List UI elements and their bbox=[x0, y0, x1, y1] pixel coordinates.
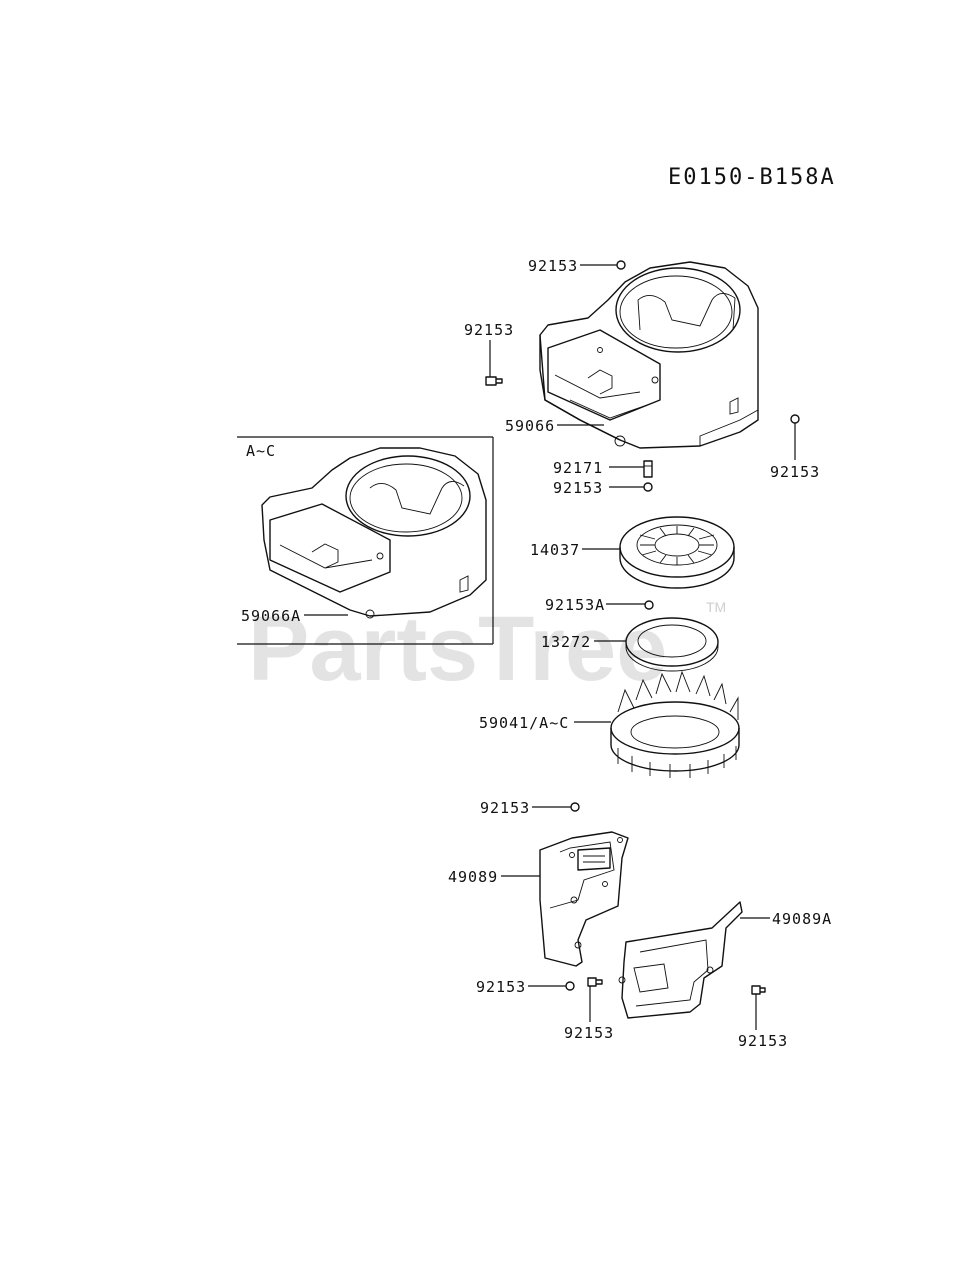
callout-92153-lower-mid: 92153 bbox=[564, 1024, 614, 1042]
callout-92153-top: 92153 bbox=[528, 257, 578, 275]
shroud-59066 bbox=[539, 261, 759, 449]
fastener-below-collar bbox=[643, 482, 653, 492]
fastener-left bbox=[485, 376, 503, 386]
watermark-tm: TM bbox=[706, 599, 726, 615]
callout-92153A: 92153A bbox=[545, 596, 605, 614]
callout-92153-lower-left: 92153 bbox=[476, 978, 526, 996]
callout-49089: 49089 bbox=[448, 868, 498, 886]
callout-92153-left: 92153 bbox=[464, 321, 514, 339]
fastener-lower-right bbox=[751, 985, 766, 995]
callout-92171: 92171 bbox=[553, 459, 603, 477]
fan-59041 bbox=[610, 670, 740, 778]
fastener-right bbox=[790, 414, 800, 424]
fastener-lower-left bbox=[565, 981, 575, 991]
inset-frame bbox=[237, 436, 494, 645]
screen-14037 bbox=[619, 516, 735, 589]
cover-49089 bbox=[539, 831, 629, 967]
inset-label: A~C bbox=[246, 442, 276, 460]
callout-92153-collar: 92153 bbox=[553, 479, 603, 497]
fastener-92153A bbox=[644, 600, 654, 610]
callout-92153-right: 92153 bbox=[770, 463, 820, 481]
fastener-lower-top bbox=[570, 802, 580, 812]
fastener-top bbox=[616, 260, 626, 270]
callout-49089A: 49089A bbox=[772, 910, 832, 928]
callout-14037: 14037 bbox=[530, 541, 580, 559]
callout-59066A: 59066A bbox=[241, 607, 301, 625]
leader-lines bbox=[304, 264, 796, 1030]
callout-13272: 13272 bbox=[541, 633, 591, 651]
cover-49089A bbox=[618, 901, 743, 1019]
callout-92153-lower-top: 92153 bbox=[480, 799, 530, 817]
callout-59041: 59041/A~C bbox=[479, 714, 569, 732]
plate-13272 bbox=[625, 617, 719, 672]
fastener-lower-mid bbox=[587, 977, 603, 987]
collar-92171 bbox=[643, 460, 653, 478]
callout-59066: 59066 bbox=[505, 417, 555, 435]
shroud-59066A bbox=[261, 447, 487, 619]
callout-92153-lower-right: 92153 bbox=[738, 1032, 788, 1050]
diagram-code: E0150-B158A bbox=[668, 165, 836, 190]
